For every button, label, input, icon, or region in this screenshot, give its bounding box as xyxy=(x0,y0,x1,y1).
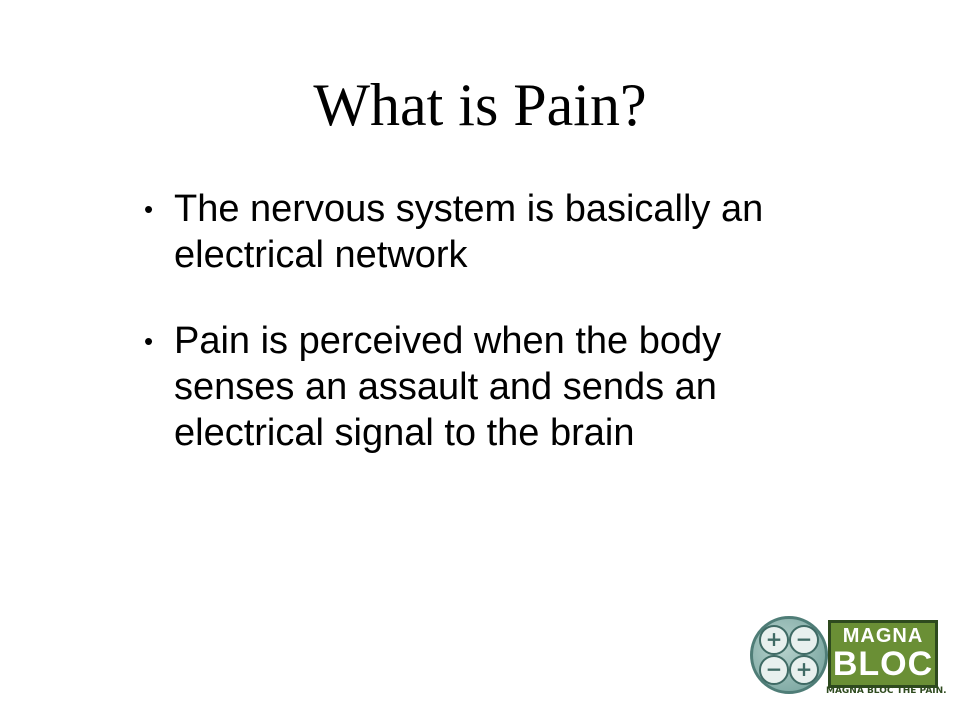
magnet-polarity-icon: + − − + xyxy=(750,616,828,694)
logo-word-magna: MAGNA xyxy=(842,625,924,647)
plus-icon: + xyxy=(789,655,819,685)
minus-icon: − xyxy=(789,625,819,655)
bullet-item: • Pain is perceived when the body senses… xyxy=(138,318,858,456)
slide-title: What is Pain? xyxy=(313,72,647,138)
bullet-line: electrical network xyxy=(174,234,468,276)
logo-tagline: MAGNA BLOC THE PAIN. xyxy=(826,686,947,696)
bullet-list: • The nervous system is basically an ele… xyxy=(138,186,858,456)
bullet-dot: • xyxy=(144,326,154,356)
bullet-line: The nervous system is basically an xyxy=(174,188,764,230)
bullet-line: senses an assault and sends an xyxy=(174,366,717,408)
logo-word-bloc: BLOC xyxy=(832,645,934,683)
bullet-dot: • xyxy=(144,194,154,224)
bullet-line: electrical signal to the brain xyxy=(174,412,635,454)
bullet-item: • The nervous system is basically an ele… xyxy=(138,186,858,278)
bullet-line: Pain is perceived when the body xyxy=(174,320,722,362)
logo-wordmark-box: MAGNA BLOC xyxy=(828,620,938,688)
magna-bloc-logo: + − − + MAGNA BLOC MAGNA BLOC THE PAIN. xyxy=(750,614,947,698)
plus-icon: + xyxy=(759,625,789,655)
minus-icon: − xyxy=(759,655,789,685)
